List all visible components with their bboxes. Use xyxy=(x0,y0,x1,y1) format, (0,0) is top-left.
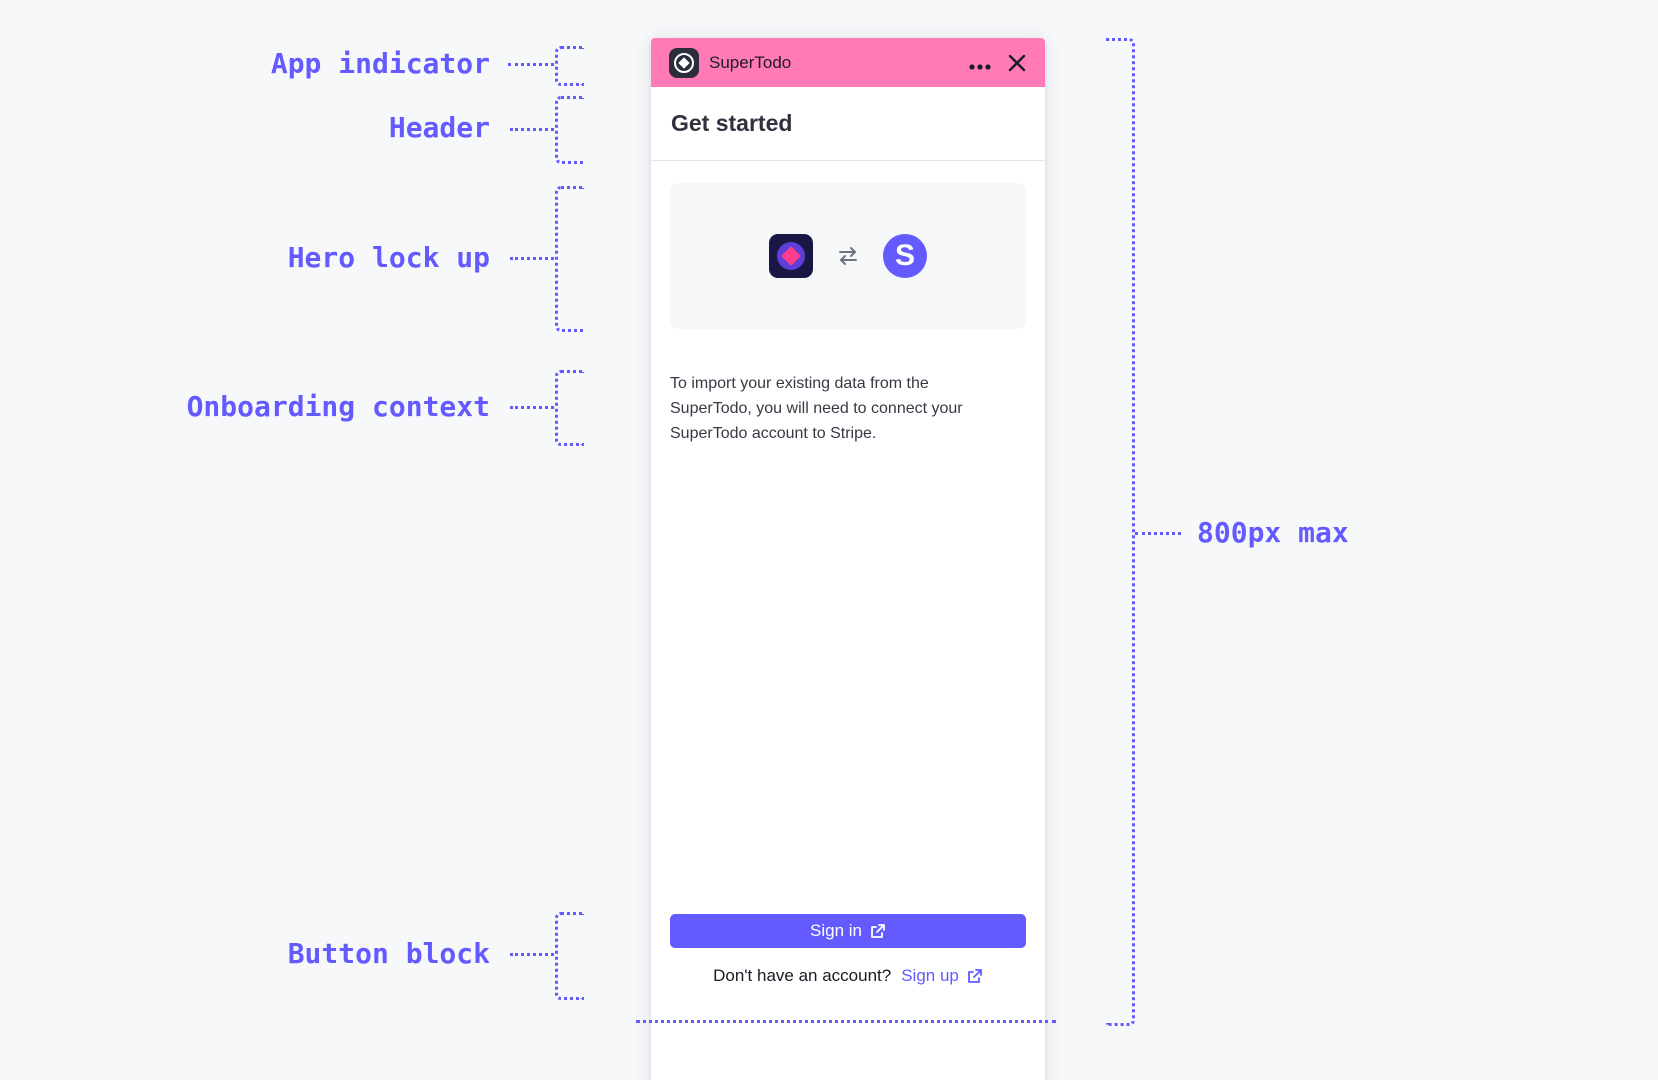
annotation-onboarding-context: Onboarding context xyxy=(186,390,490,423)
sign-up-row: Don't have an account? Sign up xyxy=(670,966,1026,986)
no-account-text: Don't have an account? xyxy=(713,966,892,985)
app-indicator-bar: SuperTodo xyxy=(651,38,1045,87)
max-height-bottom-line xyxy=(636,1020,1056,1023)
leader-onboarding-context xyxy=(510,406,554,409)
diamond-logo-icon xyxy=(669,47,699,78)
bracket-button-block xyxy=(555,912,584,1000)
app-name: SuperTodo xyxy=(709,52,792,72)
external-link-icon xyxy=(967,969,982,983)
drawer-content: S To import your existing data from the … xyxy=(651,161,1045,446)
drawer-header: Get started xyxy=(651,87,1045,161)
app-drawer: SuperTodo Get started xyxy=(651,38,1045,1080)
bracket-app-indicator xyxy=(555,46,584,86)
bracket-header xyxy=(555,96,584,164)
close-icon[interactable] xyxy=(1007,53,1027,73)
button-block: Sign in Don't have an account? Sign up xyxy=(670,914,1026,986)
sign-in-button[interactable]: Sign in xyxy=(670,914,1026,948)
sign-in-label: Sign in xyxy=(810,921,862,940)
annotation-max-height: 800px max xyxy=(1197,516,1349,549)
leader-max-height xyxy=(1135,532,1181,535)
leader-hero-lock-up xyxy=(510,257,554,260)
onboarding-context: To import your existing data from the Su… xyxy=(670,375,963,442)
annotation-button-block: Button block xyxy=(287,937,490,970)
leader-button-block xyxy=(510,953,554,956)
leader-app-indicator xyxy=(508,63,554,66)
annotation-header: Header xyxy=(388,111,490,144)
page-title: Get started xyxy=(671,110,793,136)
bracket-onboarding-context xyxy=(555,370,584,446)
hero-lock-up: S xyxy=(670,183,1026,329)
leader-header xyxy=(510,128,554,131)
sign-up-link[interactable]: Sign up xyxy=(901,966,983,986)
sign-up-label: Sign up xyxy=(901,966,959,985)
bracket-hero-lock-up xyxy=(555,186,584,332)
bracket-max-height xyxy=(1106,38,1135,1026)
more-dots-icon[interactable] xyxy=(969,53,991,73)
swap-arrows-icon xyxy=(837,245,859,267)
app-logo-icon xyxy=(769,234,813,278)
external-link-icon xyxy=(871,924,885,938)
annotation-hero-lock-up: Hero lock up xyxy=(287,241,490,274)
stripe-logo-icon: S xyxy=(883,234,927,278)
annotation-app-indicator: App indicator xyxy=(270,47,490,80)
